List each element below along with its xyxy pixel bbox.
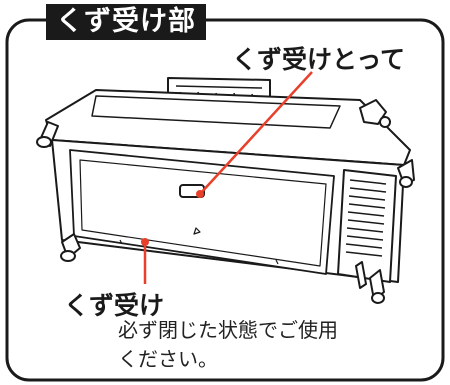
pointer-line-handle <box>199 71 313 195</box>
pointer-dot-handle <box>196 190 204 198</box>
crumb-tray-handle-label: くず受けとって <box>232 45 406 74</box>
pointer-dot-tray <box>141 238 149 246</box>
crumb-tray-label: くず受け <box>64 291 165 320</box>
usage-note-line-2: ください。 <box>118 347 218 371</box>
usage-note-line-1: 必ず閉じた状態でご使用 <box>118 318 338 342</box>
usage-note: 必ず閉じた状態でご使用 ください。 <box>118 316 338 374</box>
section-title-tab: くず受け部 <box>46 4 206 40</box>
toaster-illustration <box>36 77 415 304</box>
